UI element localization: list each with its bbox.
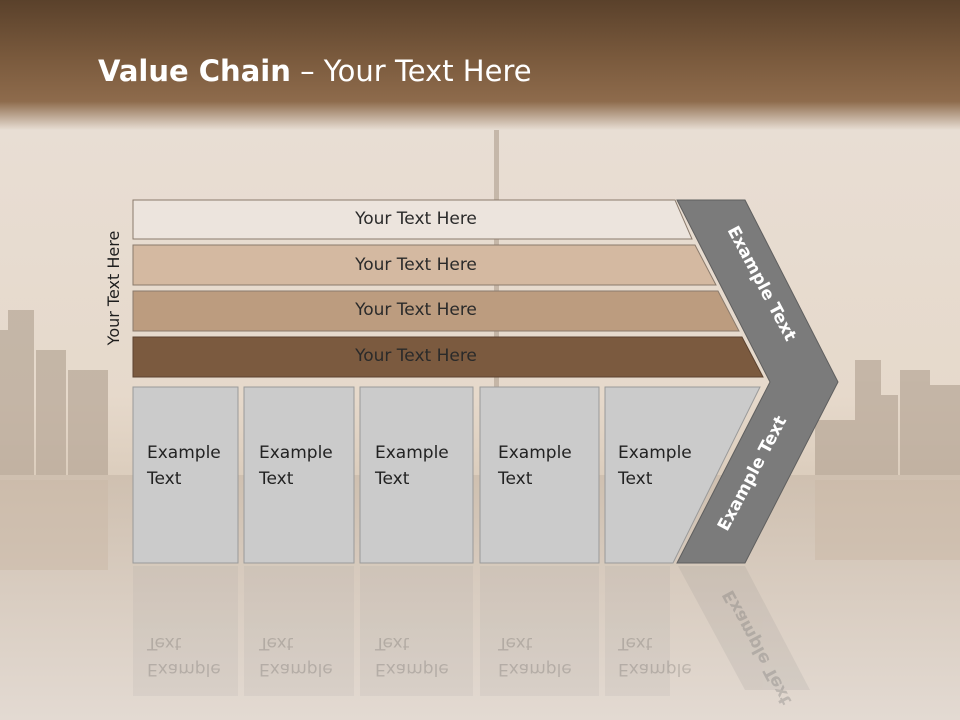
slide-title: Value Chain – Your Text Here	[98, 54, 532, 88]
box-1-refl-line1: Example	[147, 659, 221, 679]
box-3-reflection: Example Text	[375, 630, 475, 682]
box-5	[604, 386, 761, 564]
title-bold: Value Chain	[98, 54, 291, 88]
band-2	[132, 244, 717, 286]
box-2	[243, 386, 355, 564]
box-5-line2: Text	[618, 469, 653, 489]
box-1-reflection: Example Text	[147, 630, 247, 682]
box-5-reflection: Example Text	[618, 630, 718, 682]
box-1	[132, 386, 239, 564]
box-2-line1: Example	[259, 443, 333, 463]
box-2-refl-line1: Example	[259, 659, 333, 679]
box-4-line2: Text	[498, 469, 533, 489]
box-1-line2: Text	[147, 469, 182, 489]
box-3-line2: Text	[375, 469, 410, 489]
box-5-refl-line2: Text	[618, 633, 653, 653]
box-4-reflection: Example Text	[498, 630, 598, 682]
band-3	[132, 290, 740, 332]
band-1	[132, 199, 693, 240]
box-4-refl-line1: Example	[498, 659, 572, 679]
chevron	[676, 199, 839, 564]
box-3-refl-line2: Text	[375, 633, 410, 653]
box-4-refl-line2: Text	[498, 633, 533, 653]
box-2-refl-line2: Text	[259, 633, 294, 653]
band-1-label: Your Text Here	[355, 209, 477, 229]
band-4	[132, 336, 764, 378]
box-3-refl-line1: Example	[375, 659, 449, 679]
title-bar	[0, 0, 960, 130]
band-3-label: Your Text Here	[355, 300, 477, 320]
title-rest: – Your Text Here	[290, 54, 532, 88]
box-2-line2: Text	[259, 469, 294, 489]
box-4	[479, 386, 600, 564]
box-4-line1: Example	[498, 443, 572, 463]
box-1-line1: Example	[147, 443, 221, 463]
box-5-line1: Example	[618, 443, 692, 463]
box-5-refl-line1: Example	[618, 659, 692, 679]
band-4-label: Your Text Here	[355, 346, 477, 366]
reflection	[133, 566, 810, 696]
box-3	[359, 386, 474, 564]
band-2-label: Your Text Here	[355, 255, 477, 275]
box-2-reflection: Example Text	[259, 630, 359, 682]
box-1-refl-line2: Text	[147, 633, 182, 653]
box-3-line1: Example	[375, 443, 449, 463]
